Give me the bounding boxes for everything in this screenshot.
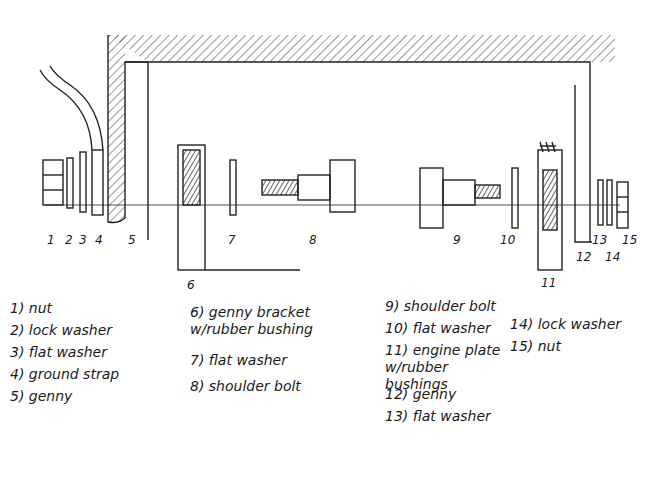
callout-number: 14 [605,250,620,264]
callout-number: 5 [128,233,136,247]
callout-number: 10 [500,233,515,247]
part-key: 4) ground strap [10,366,119,383]
part-key: 15) nut [510,338,561,355]
part-key: 2) lock washer [10,322,112,339]
part-key: 7) flat washer [190,352,287,369]
part-key: 8) shoulder bolt [190,378,301,395]
callout-number: 4 [95,233,103,247]
callout-number: 6 [187,278,195,292]
part-key: 9) shoulder bolt [385,298,496,315]
callout-number: 15 [622,233,637,247]
callout-number: 11 [541,276,556,290]
callout-number: 12 [576,250,591,264]
callout-number: 7 [228,233,236,247]
part-key: 12) genny [385,386,456,403]
callout-number: 9 [453,233,461,247]
callout-number: 13 [592,233,607,247]
part-key: 14) lock washer [510,316,621,333]
callout-number: 3 [79,233,87,247]
callout-number: 2 [65,233,73,247]
part-key: 1) nut [10,300,52,317]
callout-number: 1 [47,233,55,247]
part-key: 5) genny [10,388,72,405]
callout-number: 8 [309,233,317,247]
part-key: 11) engine plate w/rubber bushings [385,342,505,392]
part-key: 10) flat washer [385,320,491,337]
part-key: 3) flat washer [10,344,107,361]
part-key: 13) flat washer [385,408,491,425]
part-key: 6) genny bracket w/rubber bushing [190,304,350,338]
